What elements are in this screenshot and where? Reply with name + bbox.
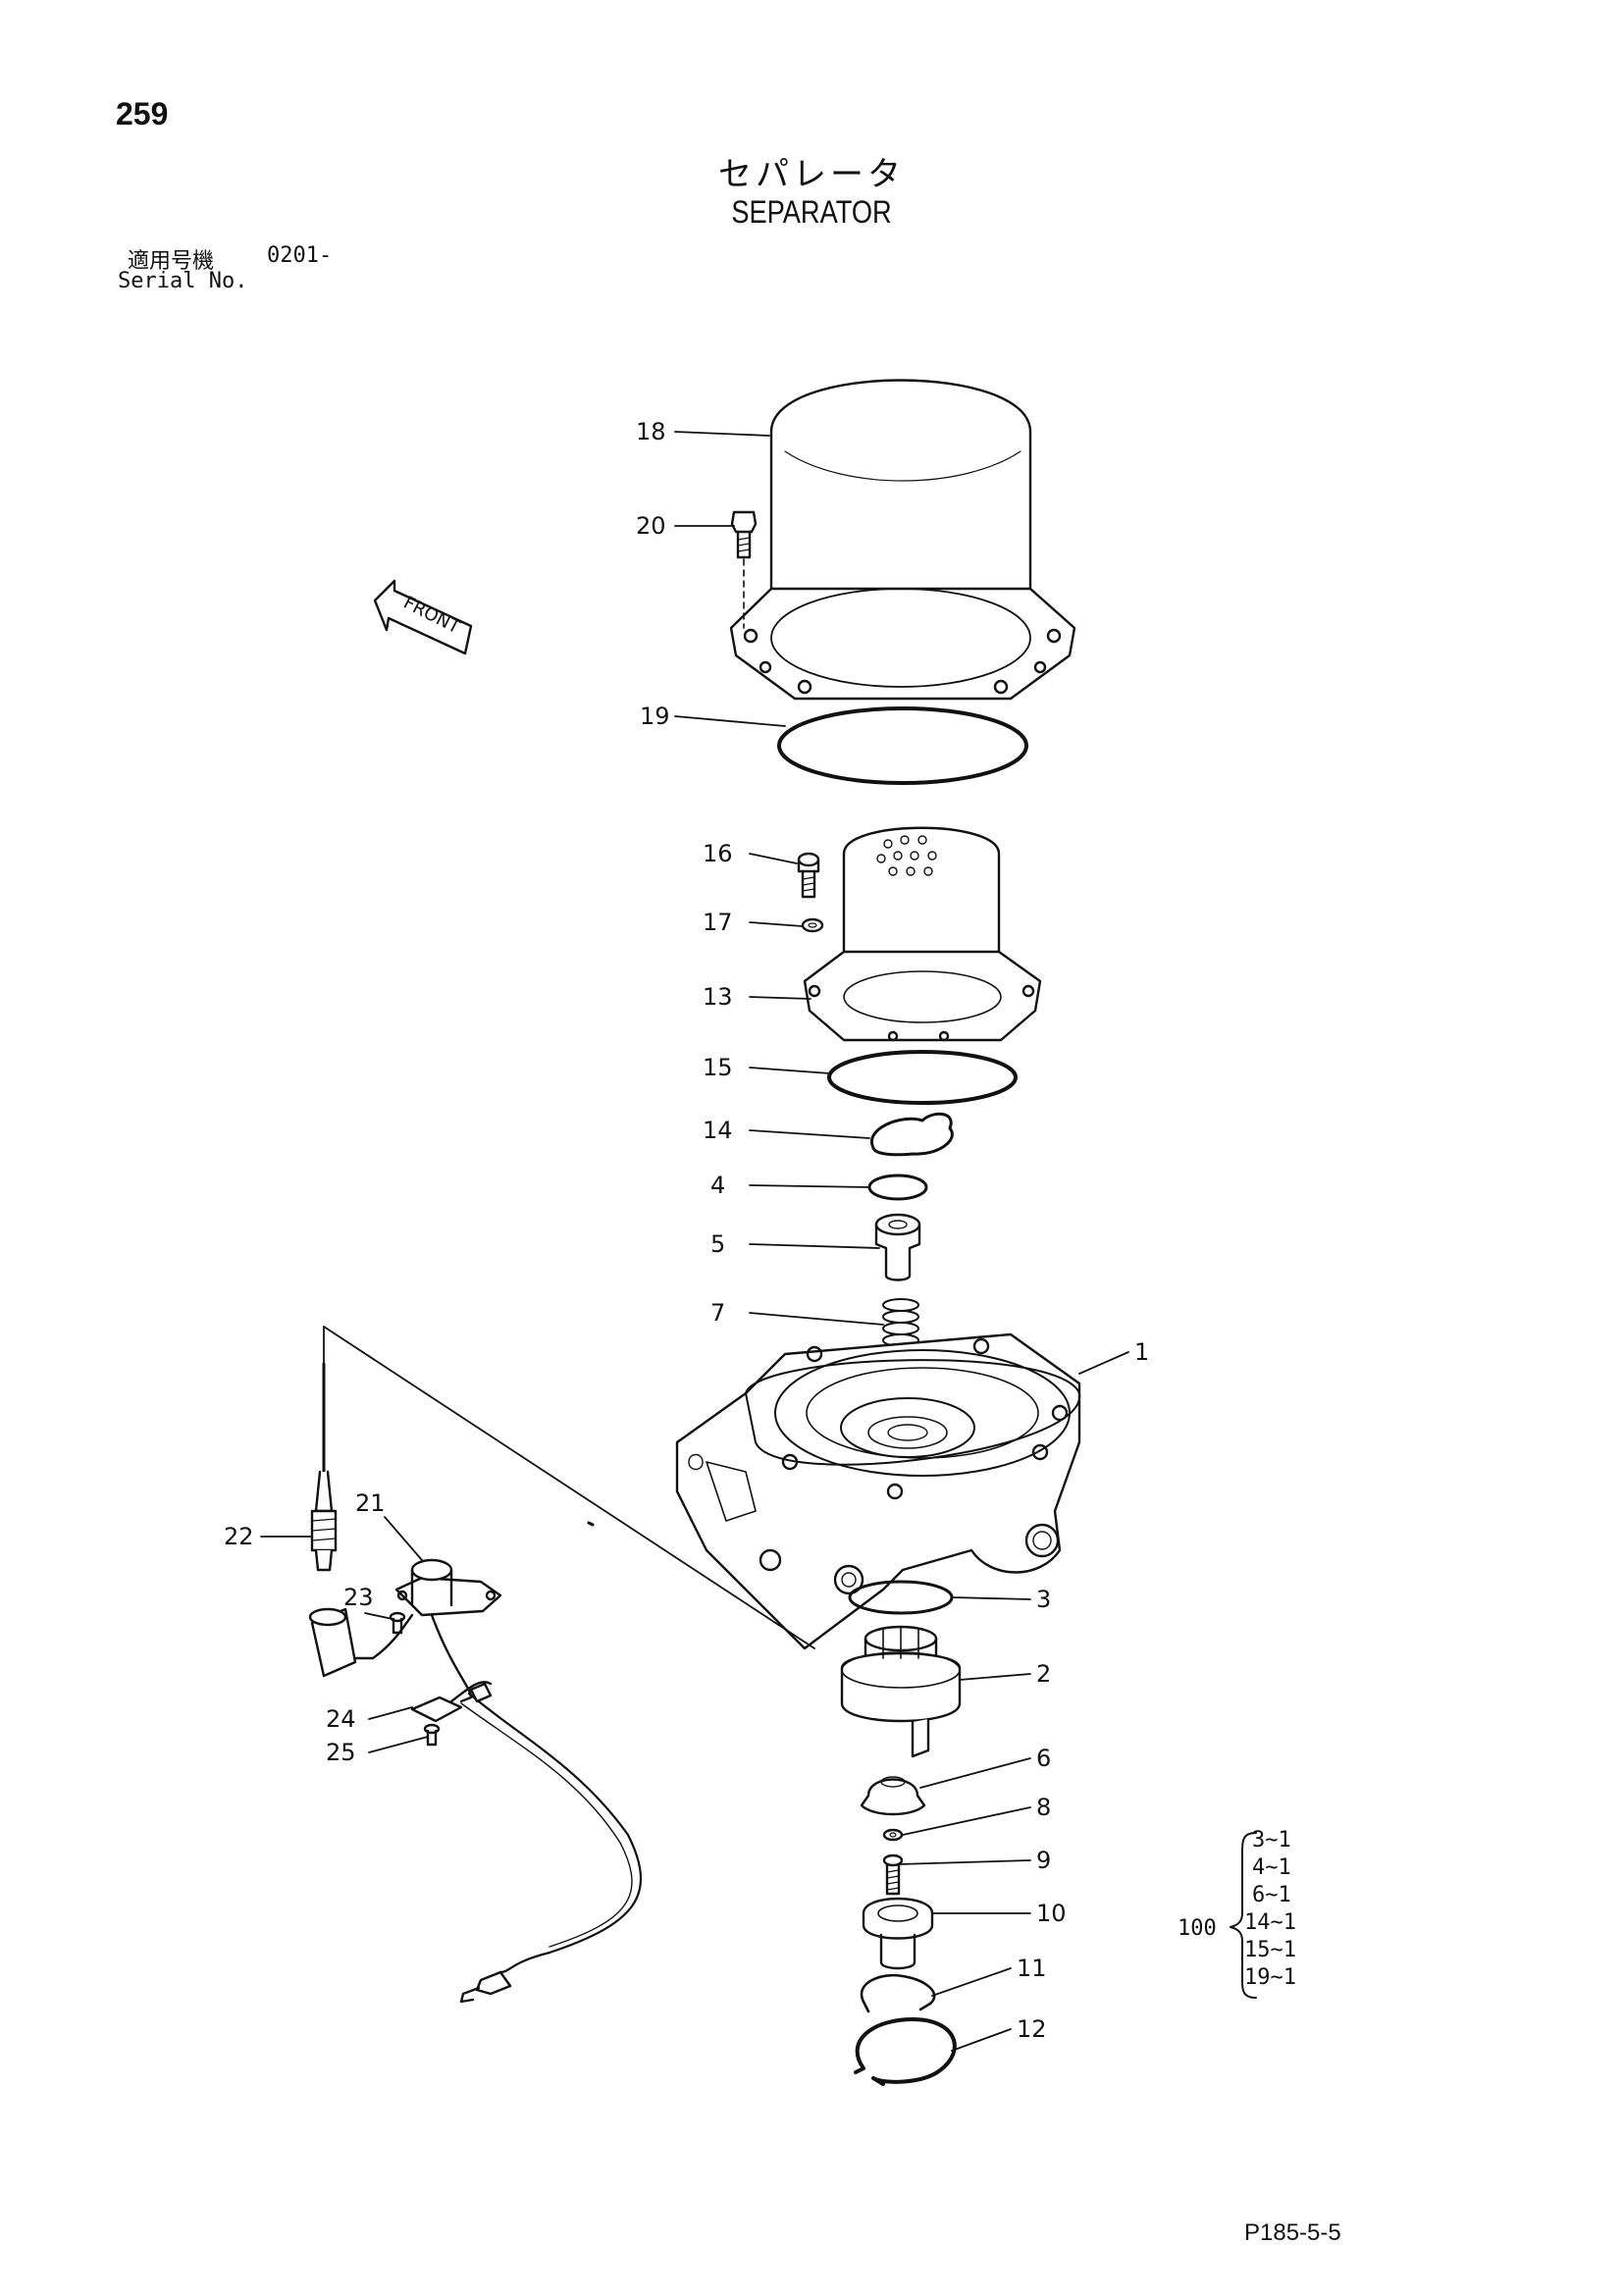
kit-item-1: 3~1 xyxy=(1252,1828,1291,1852)
callout-2: 2 xyxy=(1036,1660,1051,1688)
callout-13: 13 xyxy=(703,983,733,1011)
serial-label-english: Serial No. xyxy=(118,269,248,293)
callout-10: 10 xyxy=(1036,1900,1067,1927)
callout-19: 19 xyxy=(640,703,670,730)
part-25-screw xyxy=(423,1723,441,1747)
part-9-screw xyxy=(882,1853,904,1896)
part-20-bolt xyxy=(730,510,758,629)
part-19-o-ring xyxy=(777,706,1028,785)
part-1-housing xyxy=(675,1332,1081,1650)
callout-18: 18 xyxy=(636,418,666,445)
part-17-washer xyxy=(801,917,824,933)
part-5-valve-sleeve xyxy=(874,1213,921,1281)
callout-23: 23 xyxy=(343,1584,374,1611)
part-15-o-ring xyxy=(827,1050,1018,1105)
drawing-code: P185-5-5 xyxy=(1244,2219,1341,2246)
part-10-exhaust-port xyxy=(862,1897,934,1970)
serial-label-japanese: 適用号機 xyxy=(128,249,215,274)
callout-6: 6 xyxy=(1036,1745,1051,1772)
part-14-gasket xyxy=(869,1112,954,1157)
part-2-valve-body xyxy=(840,1625,962,1758)
sensor-cable xyxy=(459,1682,643,2004)
kit-item-4: 14~1 xyxy=(1244,1910,1296,1935)
callout-4: 4 xyxy=(710,1172,725,1199)
callout-leaders xyxy=(260,431,1129,2052)
callout-20: 20 xyxy=(636,512,666,540)
callout-8: 8 xyxy=(1036,1794,1051,1821)
callout-21: 21 xyxy=(355,1489,386,1517)
part-6-diaphragm xyxy=(860,1776,926,1816)
kit-item-3: 6~1 xyxy=(1252,1883,1291,1907)
callout-7: 7 xyxy=(710,1299,725,1327)
callout-labels: 18 20 19 16 17 13 15 14 4 5 7 1 3 2 6 8 … xyxy=(224,418,1149,2043)
callout-15: 15 xyxy=(703,1054,733,1081)
part-24-clamp xyxy=(410,1681,493,1723)
callout-12: 12 xyxy=(1017,2015,1047,2043)
part-11-retaining-clip xyxy=(860,1973,936,2013)
callout-11: 11 xyxy=(1017,1955,1047,1982)
part-21-sensor-switch xyxy=(351,1558,502,1703)
part-12-snap-ring xyxy=(854,2017,957,2086)
callout-17: 17 xyxy=(703,909,733,936)
callout-1: 1 xyxy=(1134,1338,1149,1366)
callout-16: 16 xyxy=(703,840,733,867)
callout-5: 5 xyxy=(710,1230,725,1258)
front-direction-arrow: FRONT xyxy=(373,579,473,655)
callout-9: 9 xyxy=(1036,1847,1051,1874)
callout-24: 24 xyxy=(326,1705,356,1733)
part-16-screw xyxy=(797,852,820,899)
callout-22: 22 xyxy=(224,1523,254,1550)
serial-number-value: 0201- xyxy=(267,243,333,268)
callout-25: 25 xyxy=(326,1739,356,1766)
callout-3: 3 xyxy=(1036,1586,1051,1613)
assembly-guide-lines xyxy=(323,1326,815,1649)
title-english: SEPARATOR xyxy=(731,194,892,230)
kit-item-2: 4~1 xyxy=(1252,1855,1291,1880)
title-japanese: セパレータ xyxy=(718,155,905,194)
callout-14: 14 xyxy=(703,1117,733,1144)
part-4-o-ring xyxy=(867,1174,928,1201)
part-13-filter-cartridge xyxy=(803,826,1042,1042)
kit-item-6: 19~1 xyxy=(1244,1965,1296,1990)
part-22-heater-plug xyxy=(310,1362,338,1572)
sensor-connector-boot xyxy=(308,1607,357,1678)
kit-item-5: 15~1 xyxy=(1244,1938,1296,1962)
part-23-screw xyxy=(389,1611,406,1635)
kit-number: 100 xyxy=(1178,1916,1217,1941)
part-8-washer xyxy=(882,1828,904,1842)
kit-100-group: 100 3~1 4~1 6~1 14~1 15~1 19~1 xyxy=(1178,1828,1296,1999)
page-number: 259 xyxy=(116,96,169,131)
part-18-cover xyxy=(729,379,1076,701)
